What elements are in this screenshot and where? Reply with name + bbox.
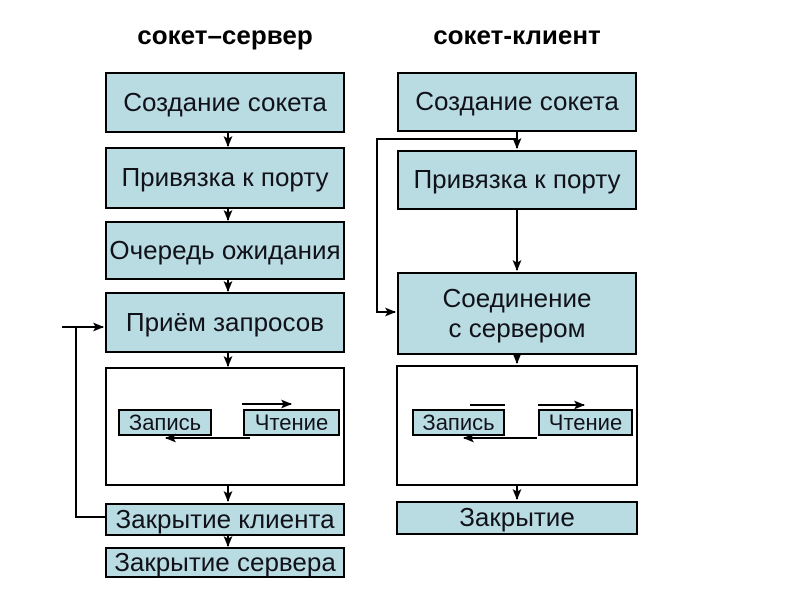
server-close-server-box: Закрытие сервера — [105, 547, 345, 578]
server-column-title: сокет–сервер — [137, 20, 313, 50]
client-connect-line1: Соединение — [442, 282, 592, 313]
client-write-box: Запись — [412, 409, 505, 436]
server-bind-port-box: Привязка к порту — [105, 147, 345, 209]
client-connect-line2: с сервером — [448, 312, 586, 343]
server-read-box: Чтение — [243, 409, 340, 436]
server-write-box: Запись — [118, 409, 212, 436]
client-column-title: сокет-клиент — [433, 20, 601, 50]
server-listen-queue-box: Очередь ожидания — [105, 221, 345, 280]
client-connect-server-box: Соединение с сервером — [397, 272, 637, 355]
client-create-socket-box: Создание сокета — [397, 72, 637, 132]
client-close-box: Закрытие — [396, 501, 638, 535]
server-create-socket-box: Создание сокета — [105, 72, 345, 133]
server-accept-requests-box: Приём запросов — [105, 292, 345, 353]
client-read-box: Чтение — [538, 409, 633, 436]
server-close-client-box: Закрытие клиента — [105, 503, 345, 536]
arrow-server-loop-close-to-accept — [75, 322, 106, 518]
client-bind-port-box: Привязка к порту — [397, 150, 637, 210]
